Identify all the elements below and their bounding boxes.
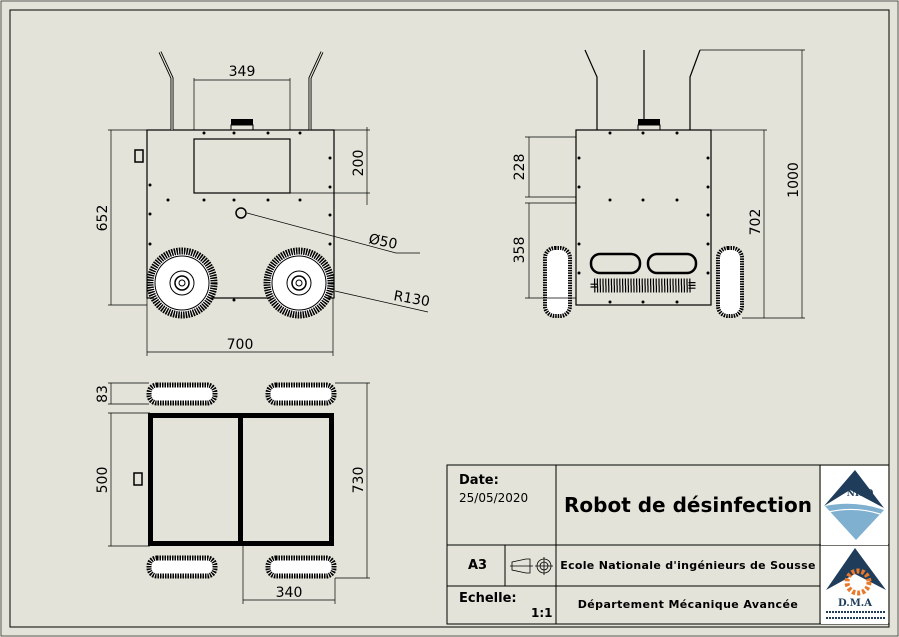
projection-symbol-icon	[510, 557, 553, 575]
side-view: 228 358 702 1000	[512, 49, 805, 319]
dim-730: 730	[351, 467, 367, 494]
sheet-format: A3	[468, 558, 488, 573]
top-view: 83 500 730 340	[95, 382, 370, 604]
side-wheel-right	[716, 246, 744, 318]
dim-349: 349	[229, 64, 256, 80]
school-name: Ecole Nationale d'ingénieurs de Sousse	[560, 559, 816, 572]
side-wheel-left	[543, 246, 572, 318]
dma-logo: D.M.A	[821, 546, 888, 624]
dim-500: 500	[95, 467, 111, 494]
dim-200: 200	[351, 150, 367, 177]
top-crossbar	[238, 415, 243, 545]
front-wheel-right	[263, 247, 335, 319]
dim-83: 83	[95, 385, 111, 403]
scale-value: 1:1	[531, 606, 553, 620]
top-wheels	[146, 382, 337, 579]
department-name: Département Mécanique Avancée	[577, 598, 799, 611]
scale-label: Echelle:	[459, 591, 517, 606]
side-handle-right	[689, 49, 701, 130]
side-handle-left	[584, 49, 598, 130]
side-slot-right	[646, 252, 698, 275]
side-bolts	[577, 131, 710, 304]
dim-1000: 1000	[786, 162, 802, 198]
svg-text:D.M.A: D.M.A	[838, 598, 872, 609]
side-vent	[590, 278, 696, 293]
dim-hole-diameter: Ø50	[367, 231, 399, 253]
side-body	[575, 129, 712, 306]
niso-logo: NISO	[821, 466, 888, 545]
dim-340: 340	[276, 585, 303, 601]
dim-700: 700	[227, 337, 254, 353]
drawing-title: Robot de désinfection	[564, 493, 812, 517]
front-cap	[231, 119, 253, 125]
side-cap	[638, 119, 660, 125]
front-bolts	[148, 131, 332, 302]
dim-358: 358	[512, 237, 528, 264]
title-block-frame	[446, 464, 890, 625]
front-wheel-left	[146, 247, 218, 319]
dim-wheel-radius: R130	[392, 288, 431, 310]
sheet-border	[9, 9, 890, 628]
date-label: Date:	[459, 473, 499, 488]
dim-702: 702	[748, 209, 764, 236]
dim-228: 228	[512, 154, 528, 181]
date-value: 25/05/2020	[459, 491, 529, 505]
top-connector	[133, 472, 143, 486]
svg-text:NISO: NISO	[847, 489, 874, 499]
front-view: 349 652 200 700 Ø50 R130	[95, 51, 431, 356]
front-hole	[235, 207, 247, 219]
dim-652: 652	[95, 205, 111, 232]
side-slot-left	[589, 252, 642, 275]
front-connector	[134, 149, 144, 163]
front-window	[193, 138, 291, 194]
